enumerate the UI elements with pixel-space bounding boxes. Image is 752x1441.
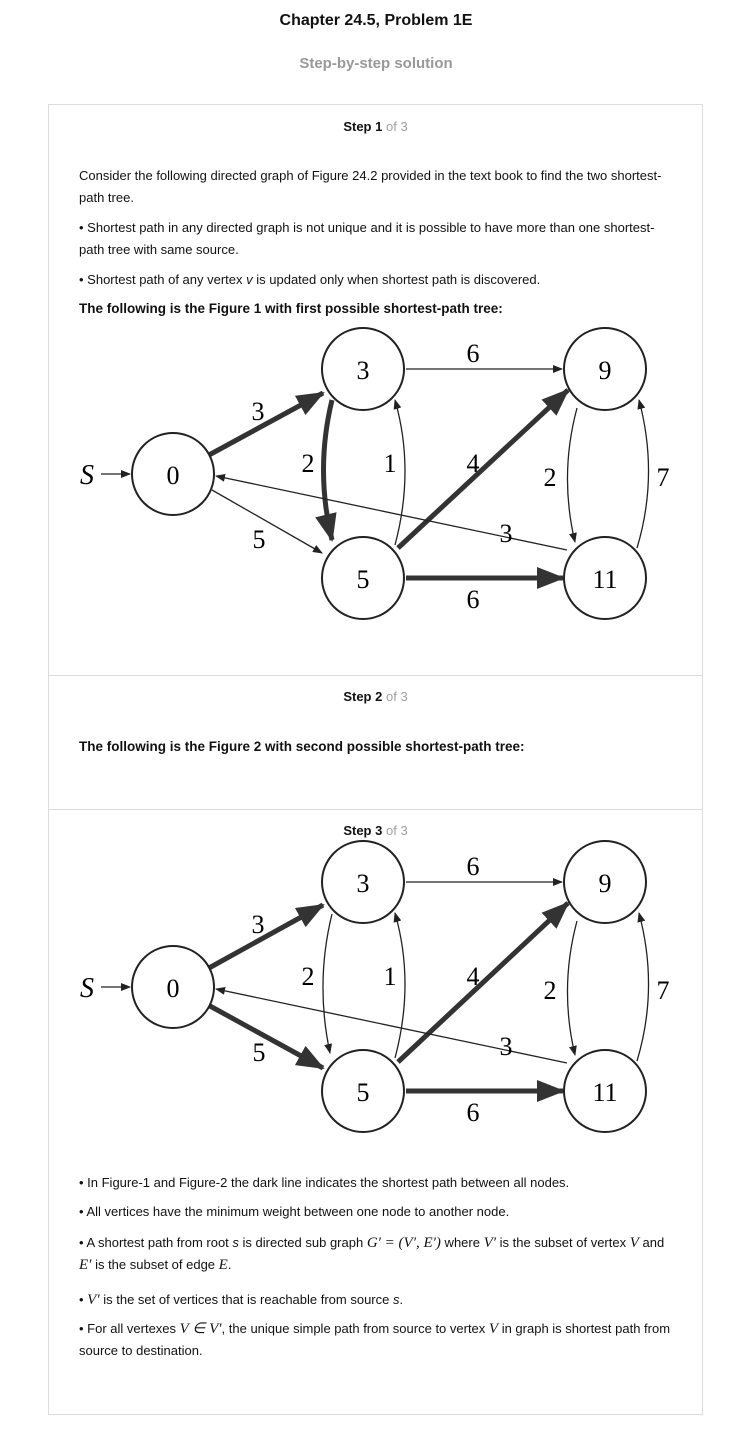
svg-text:11: 11	[592, 565, 617, 594]
weight-5-11: 6	[467, 585, 480, 614]
step-number: 1	[375, 119, 383, 134]
step-count: of 3	[385, 119, 408, 134]
step-3-card: Step 3 of 3 S 0 3 9 5 11 3 5 6 2	[48, 809, 703, 1415]
weight-5-3: 1	[384, 962, 397, 991]
edge-11-0	[215, 986, 568, 1064]
weight-5-9: 4	[467, 449, 480, 478]
edge-9-11	[566, 407, 578, 543]
step-3-bullet-2: • All vertices have the minimum weight b…	[79, 1204, 510, 1219]
weight-0-5: 5	[253, 1038, 266, 1067]
step-number: 3	[375, 823, 383, 838]
svg-text:5: 5	[357, 1078, 370, 1107]
page-title: Chapter 24.5, Problem 1E	[279, 12, 473, 29]
weight-11-9: 7	[657, 976, 670, 1005]
step-3-header: Step 3 of 3	[49, 823, 702, 838]
weight-3-9: 6	[467, 339, 480, 368]
step-3-bullet-4: • V′ is the set of vertices that is reac…	[79, 1292, 404, 1308]
edge-5-9	[396, 901, 570, 1064]
svg-text:0: 0	[167, 974, 180, 1003]
weight-0-3: 3	[252, 397, 265, 426]
svg-text:3: 3	[357, 356, 370, 385]
figure-2-graph: S 0 3 9 5 11 3 5 6 2 1 4 6 2 7 3	[80, 840, 670, 1133]
step-2-header: Step 2 of 3	[49, 689, 702, 704]
edge-3-5	[322, 913, 333, 1054]
node-0: 0	[131, 432, 215, 516]
weight-3-5: 2	[302, 962, 315, 991]
weight-9-11: 2	[544, 976, 557, 1005]
svg-text:0: 0	[167, 461, 180, 490]
weight-5-3: 1	[384, 449, 397, 478]
edge-0-5	[211, 489, 323, 554]
node-11: 11	[563, 1049, 647, 1133]
step-1-bullet-1: • Shortest path in any directed graph is…	[79, 220, 655, 257]
edge-9-11	[566, 920, 578, 1056]
edge-3-5	[315, 399, 337, 542]
node-9: 9	[563, 840, 647, 924]
edge-11-9	[636, 399, 650, 549]
step-3-bullet-3: • A shortest path from root s is directe…	[79, 1235, 665, 1273]
weight-11-9: 7	[657, 463, 670, 492]
weight-0-5: 5	[253, 525, 266, 554]
source-label: S	[80, 460, 94, 491]
step-3-bullet-1: • In Figure-1 and Figure-2 the dark line…	[79, 1175, 570, 1190]
source-label: S	[80, 973, 94, 1004]
weight-0-3: 3	[252, 910, 265, 939]
weight-9-11: 2	[544, 463, 557, 492]
step-count: of 3	[385, 823, 408, 838]
step-label: Step	[343, 823, 372, 838]
svg-text:5: 5	[357, 565, 370, 594]
weight-3-9: 6	[467, 852, 480, 881]
weight-5-11: 6	[467, 1098, 480, 1127]
weight-3-5: 2	[302, 449, 315, 478]
step-1-bullet-2: • Shortest path of any vertex v is updat…	[79, 272, 541, 287]
step-label: Step	[343, 119, 372, 134]
edge-5-3	[393, 912, 406, 1059]
step-label: Step	[343, 689, 372, 704]
node-0: 0	[131, 945, 215, 1029]
edge-11-0	[215, 473, 568, 551]
svg-text:3: 3	[357, 869, 370, 898]
svg-text:9: 9	[599, 356, 612, 385]
edge-0-3	[207, 902, 325, 971]
edge-5-3	[393, 399, 406, 546]
step-1-intro: Consider the following directed graph of…	[79, 168, 662, 205]
edge-11-9	[636, 912, 650, 1062]
figure-1-caption: The following is the Figure 1 with first…	[79, 301, 503, 316]
edge-0-3	[207, 390, 325, 458]
edge-5-9	[396, 388, 570, 550]
step-1-header: Step 1 of 3	[49, 119, 702, 134]
node-3: 3	[321, 840, 405, 924]
step-2-card: Step 2 of 3 The following is the Figure …	[48, 675, 703, 810]
edge-0-5	[208, 1003, 325, 1071]
step-1-card: Step 1 of 3 Consider the following direc…	[48, 104, 703, 676]
step-number: 2	[375, 689, 383, 704]
svg-text:11: 11	[592, 1078, 617, 1107]
weight-5-9: 4	[467, 962, 480, 991]
page-subtitle: Step-by-step solution	[299, 55, 453, 72]
weight-11-0: 3	[500, 519, 513, 548]
figure-1-graph: S 0 3 9 5 11 3 5 6 2 1 4 6 2 7 3	[80, 327, 670, 620]
figure-2-caption: The following is the Figure 2 with secon…	[79, 739, 525, 754]
node-3: 3	[321, 327, 405, 411]
svg-text:9: 9	[599, 869, 612, 898]
weight-11-0: 3	[500, 1032, 513, 1061]
step-count: of 3	[385, 689, 408, 704]
node-5: 5	[321, 1049, 405, 1133]
node-5: 5	[321, 536, 405, 620]
node-11: 11	[563, 536, 647, 620]
node-9: 9	[563, 327, 647, 411]
step-3-bullet-5: • For all vertexes V ∈ V′, the unique si…	[79, 1321, 671, 1358]
